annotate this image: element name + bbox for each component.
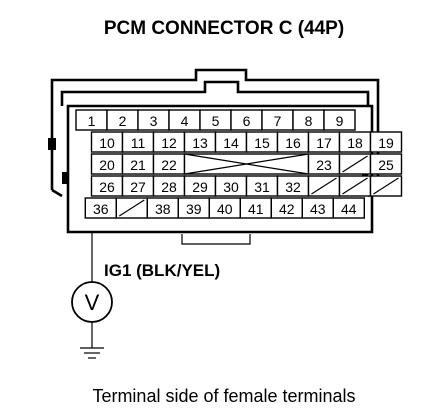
terminal-number: 3 [150, 113, 158, 129]
terminal-blank [369, 175, 403, 197]
terminal-40: 40 [208, 197, 242, 219]
terminal-blank [338, 153, 372, 175]
terminal-number: 11 [131, 135, 146, 151]
terminal-number: 15 [254, 135, 270, 151]
terminal-number: 42 [279, 201, 295, 217]
terminal-11: 11 [121, 131, 155, 153]
terminal-8: 8 [292, 109, 325, 131]
terminal-number: 16 [285, 135, 301, 151]
wire-label: IG1 (BLK/YEL) [104, 261, 220, 280]
terminal-number: 30 [223, 179, 239, 195]
diagram-title: PCM CONNECTOR C (44P) [104, 18, 344, 39]
terminal-number: 6 [243, 113, 251, 129]
terminal-number: 27 [130, 179, 146, 195]
terminal-30: 30 [214, 175, 248, 197]
terminal-21: 21 [121, 153, 155, 175]
terminal-number: 12 [161, 135, 177, 151]
terminal-number: 43 [310, 201, 326, 217]
terminal-number: 28 [161, 179, 177, 195]
terminal-number: 32 [285, 179, 301, 195]
terminal-20: 20 [90, 153, 124, 175]
terminal-number: 41 [248, 201, 264, 217]
terminal-blank [307, 175, 341, 197]
terminal-2: 2 [106, 109, 139, 131]
terminal-28: 28 [152, 175, 186, 197]
terminal-25: 25 [369, 153, 403, 175]
terminal-number: 29 [192, 179, 208, 195]
terminal-number: 2 [119, 113, 127, 129]
terminal-38: 38 [146, 197, 180, 219]
terminal-23: 23 [307, 153, 341, 175]
terminal-10: 10 [90, 131, 124, 153]
terminal-14: 14 [214, 131, 248, 153]
terminal-number: 18 [347, 135, 363, 151]
terminal-39: 39 [177, 197, 211, 219]
terminal-number: 40 [217, 201, 233, 217]
terminal-1: 1 [75, 109, 108, 131]
terminal-5: 5 [199, 109, 232, 131]
terminal-42: 42 [270, 197, 303, 219]
terminal-number: 25 [378, 157, 394, 173]
terminal-number: 26 [99, 179, 115, 195]
terminal-9: 9 [323, 109, 356, 131]
terminal-number: 20 [99, 157, 115, 173]
terminal-number: 13 [192, 135, 208, 151]
terminal-6: 6 [230, 109, 263, 131]
terminal-36: 36 [84, 197, 118, 219]
terminal-number: 39 [186, 201, 202, 217]
terminal-number: 19 [378, 135, 394, 151]
terminal-number: 7 [274, 113, 282, 129]
terminal-number: 9 [336, 113, 344, 129]
terminal-32: 32 [276, 175, 310, 197]
terminal-blank [338, 175, 372, 197]
terminal-number: 36 [93, 201, 109, 217]
terminal-12: 12 [152, 131, 186, 153]
terminal-number: 17 [316, 135, 332, 151]
terminal-44: 44 [332, 197, 365, 219]
terminal-18: 18 [338, 131, 372, 153]
terminal-number: 38 [155, 201, 171, 217]
terminal-31: 31 [245, 175, 279, 197]
terminal-41: 41 [239, 197, 273, 219]
terminal-number: 1 [88, 113, 96, 129]
terminal-29: 29 [183, 175, 217, 197]
terminal-4: 4 [168, 109, 201, 131]
terminal-13: 13 [183, 131, 217, 153]
voltmeter-icon [71, 281, 113, 323]
terminal-19: 19 [369, 131, 403, 153]
terminal-43: 43 [301, 197, 334, 219]
terminal-blank [115, 197, 149, 219]
terminal-15: 15 [245, 131, 279, 153]
diagram-caption: Terminal side of female terminals [92, 386, 355, 406]
terminal-number: 23 [316, 157, 332, 173]
terminal-26: 26 [90, 175, 124, 197]
terminal-7: 7 [261, 109, 294, 131]
terminal-3: 3 [137, 109, 170, 131]
terminal-27: 27 [121, 175, 155, 197]
test-probe: V [71, 232, 113, 359]
terminal-16: 16 [276, 131, 310, 153]
terminal-number: 14 [223, 135, 239, 151]
terminal-number: 4 [181, 113, 189, 129]
terminal-number: 22 [161, 157, 177, 173]
voltmeter-symbol: V [85, 290, 100, 315]
terminal-number: 5 [212, 113, 220, 129]
terminal-number: 10 [99, 135, 115, 151]
terminal-number: 8 [305, 113, 313, 129]
terminal-17: 17 [307, 131, 341, 153]
terminal-number: 21 [130, 157, 146, 173]
terminal-number: 44 [341, 201, 357, 217]
terminal-blank [183, 153, 310, 175]
terminal-22: 22 [152, 153, 186, 175]
terminal-number: 31 [254, 179, 270, 195]
